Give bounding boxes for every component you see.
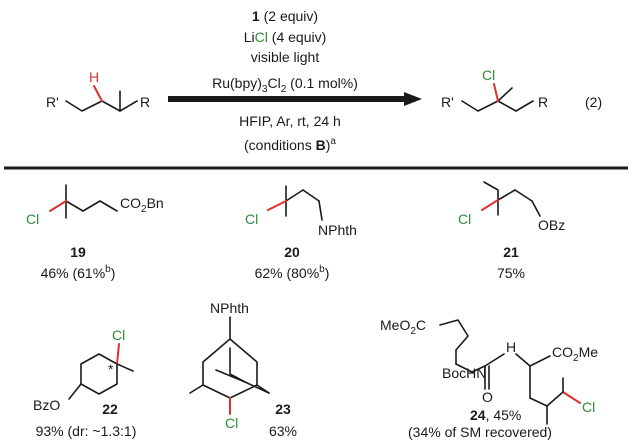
compound-20-number: 20 xyxy=(284,244,300,260)
compound-21-yield: 75% xyxy=(497,265,525,281)
compound-24-co2me: CO2Me xyxy=(552,344,598,364)
compound-22: Cl * BzO 22 93% (dr: ~1.3:1) xyxy=(33,327,136,439)
reactant-r-prime: R' xyxy=(46,94,59,110)
compound-19-yield: 46% (61%b) xyxy=(41,264,116,281)
condition-solvent: HFIP, Ar, rt, 24 h xyxy=(239,113,341,129)
compound-24-ester: MeO2C xyxy=(380,317,426,337)
compound-19-cl: Cl xyxy=(26,211,39,227)
compound-24-boc: BocHN xyxy=(442,365,486,381)
compound-23-number: 23 xyxy=(275,401,291,417)
compound-23: NPhth Cl 23 63% xyxy=(189,300,297,439)
compound-22-group: BzO xyxy=(33,397,60,413)
compound-21-cl: Cl xyxy=(458,211,471,227)
condition-light: visible light xyxy=(251,49,320,65)
compound-22-cl: Cl xyxy=(112,327,125,343)
compound-22-yield: 93% (dr: ~1.3:1) xyxy=(36,423,137,439)
compound-22-stereo-star: * xyxy=(108,361,114,377)
reaction-arrow xyxy=(168,92,422,106)
compound-19-number: 19 xyxy=(70,244,86,260)
condition-catalyst: Ru(bpy)3Cl2 (0.1 mol%) xyxy=(212,75,358,95)
compound-20-yield: 62% (80%b) xyxy=(255,264,330,281)
compound-19: Cl CO2Bn 19 46% (61%b) xyxy=(26,184,164,281)
compound-24-h: H xyxy=(506,339,516,355)
compound-19-group: CO2Bn xyxy=(120,195,164,215)
reaction-conditions: 1 (2 equiv) LiCl (4 equiv) visible light… xyxy=(168,8,422,153)
compound-23-cl: Cl xyxy=(225,415,238,431)
reactant-structure: H R' R xyxy=(46,69,150,112)
compound-21-number: 21 xyxy=(503,244,519,260)
compound-23-yield: 63% xyxy=(269,423,297,439)
compound-20-cl: Cl xyxy=(245,211,258,227)
compound-23-group: NPhth xyxy=(210,300,249,316)
condition-reagent-1: 1 (2 equiv) xyxy=(252,8,318,24)
product-cl-label: Cl xyxy=(482,67,495,83)
product-r: R xyxy=(538,94,548,110)
compound-24-yield: 24, 45% xyxy=(470,407,521,423)
compound-20: Cl NPhth 20 62% (80%b) xyxy=(245,185,357,281)
reactant-h-label: H xyxy=(89,69,99,85)
condition-label: (conditions B)a xyxy=(244,136,336,153)
compound-21-group: OBz xyxy=(538,217,565,233)
compound-24-note: (34% of SM recovered) xyxy=(408,424,552,440)
condition-licl: LiCl (4 equiv) xyxy=(244,29,327,45)
compound-24-o: O xyxy=(482,389,493,405)
equation-number: (2) xyxy=(585,94,602,110)
compound-24-cl: Cl xyxy=(582,399,595,415)
product-structure: Cl R' R xyxy=(441,67,548,112)
reactant-r: R xyxy=(140,94,150,110)
product-r-prime: R' xyxy=(441,94,454,110)
compound-21: Cl OBz 21 75% xyxy=(458,181,565,281)
compound-24: MeO2C BocHN O H CO2Me Cl 24, 45% (34% of… xyxy=(380,317,598,440)
compound-22-number: 22 xyxy=(102,401,118,417)
compound-20-group: NPhth xyxy=(318,222,357,238)
